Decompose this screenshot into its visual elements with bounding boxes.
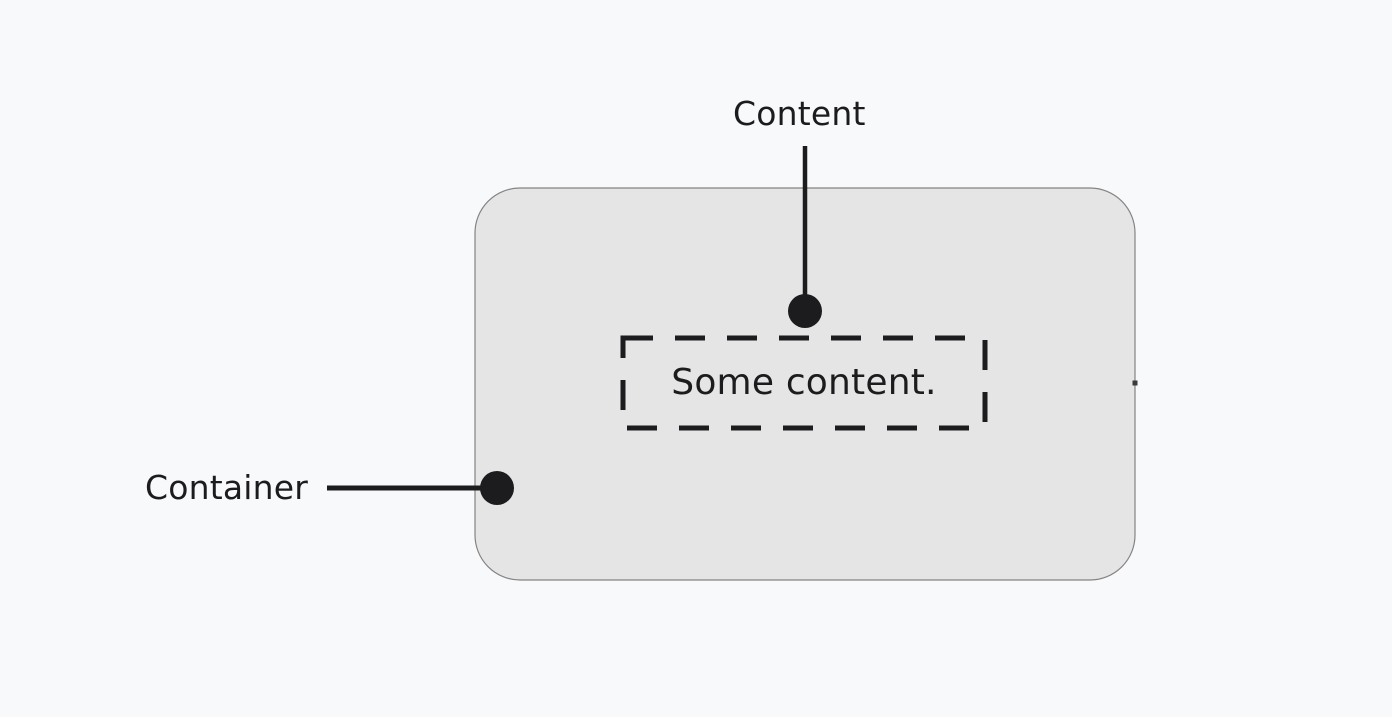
container-callout-label: Container (145, 468, 309, 507)
container-callout-dot[interactable] (480, 471, 514, 505)
content-box-rect[interactable] (620, 335, 988, 431)
content-callout-label: Content (733, 94, 866, 133)
content-box-text: Some content. (671, 362, 937, 403)
right-edge-tick-icon (1132, 380, 1138, 386)
content-callout-dot[interactable] (788, 294, 822, 328)
